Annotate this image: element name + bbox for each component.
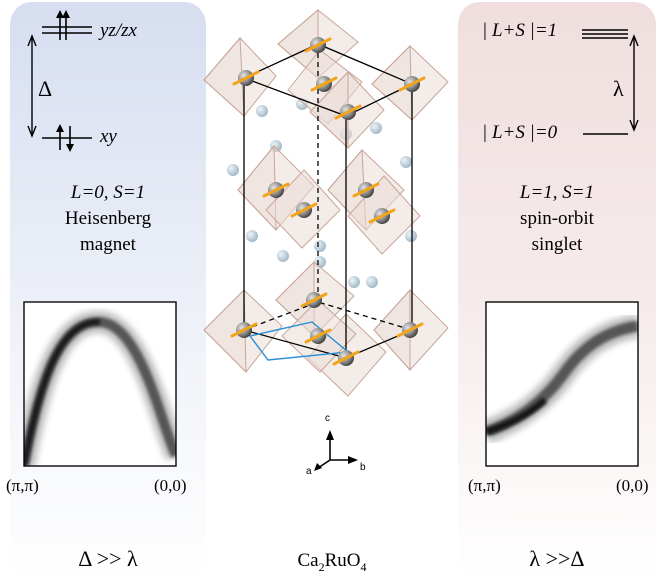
left-state-quantum-numbers: L=0, S=1 (70, 182, 146, 203)
right-gap-label: λ (613, 76, 624, 101)
left-dispersion-plot (23, 301, 177, 467)
crystal-axes (314, 430, 358, 471)
formula-ruo: RuO (324, 550, 361, 571)
right-state-line3: singlet (531, 234, 583, 255)
right-level-bottom-text: | L+S |=0 (482, 122, 558, 143)
left-level-top-label: yz/zx (100, 20, 137, 41)
left-level-bottom-label: xy (100, 126, 117, 147)
right-level-bottom-label: | L+S |=0 (482, 122, 557, 144)
right-level-top-text: | L+S |=1 (482, 20, 558, 41)
axis-b-label: b (360, 462, 366, 473)
left-panel-background (10, 2, 206, 580)
right-dispersion-plot (485, 301, 639, 467)
right-level-top-label: | L+S |=1 (482, 20, 557, 42)
spin-arrows (230, 37, 426, 366)
compound-formula: Ca2RuO4 (206, 550, 458, 575)
left-gap-label: Δ (38, 76, 53, 101)
axis-a-label: a (306, 466, 312, 477)
right-state-quantum-numbers: L=1, S=1 (519, 182, 595, 203)
left-state-line2: Heisenberg (64, 208, 152, 229)
right-state-line2: spin-orbit (520, 208, 594, 229)
formula-sub-2: 2 (318, 559, 325, 574)
left-state-line3: magnet (80, 234, 136, 255)
formula-sub-4: 4 (360, 559, 367, 574)
left-axis-right-label: (0,0) (154, 476, 187, 495)
right-energy-diagram (582, 29, 639, 135)
axis-c-label: c (325, 413, 330, 424)
crystal-structure (203, 8, 449, 471)
right-regime-label: λ >>Δ (529, 546, 585, 571)
right-axis-right-label: (0,0) (616, 476, 649, 495)
left-regime-label: Δ >> λ (78, 546, 138, 571)
right-panel-background (458, 2, 656, 580)
formula-ca: Ca (297, 550, 319, 571)
right-axis-left-label: (π,π) (468, 476, 501, 495)
left-energy-diagram (27, 10, 92, 152)
left-axis-left-label: (π,π) (6, 476, 39, 495)
